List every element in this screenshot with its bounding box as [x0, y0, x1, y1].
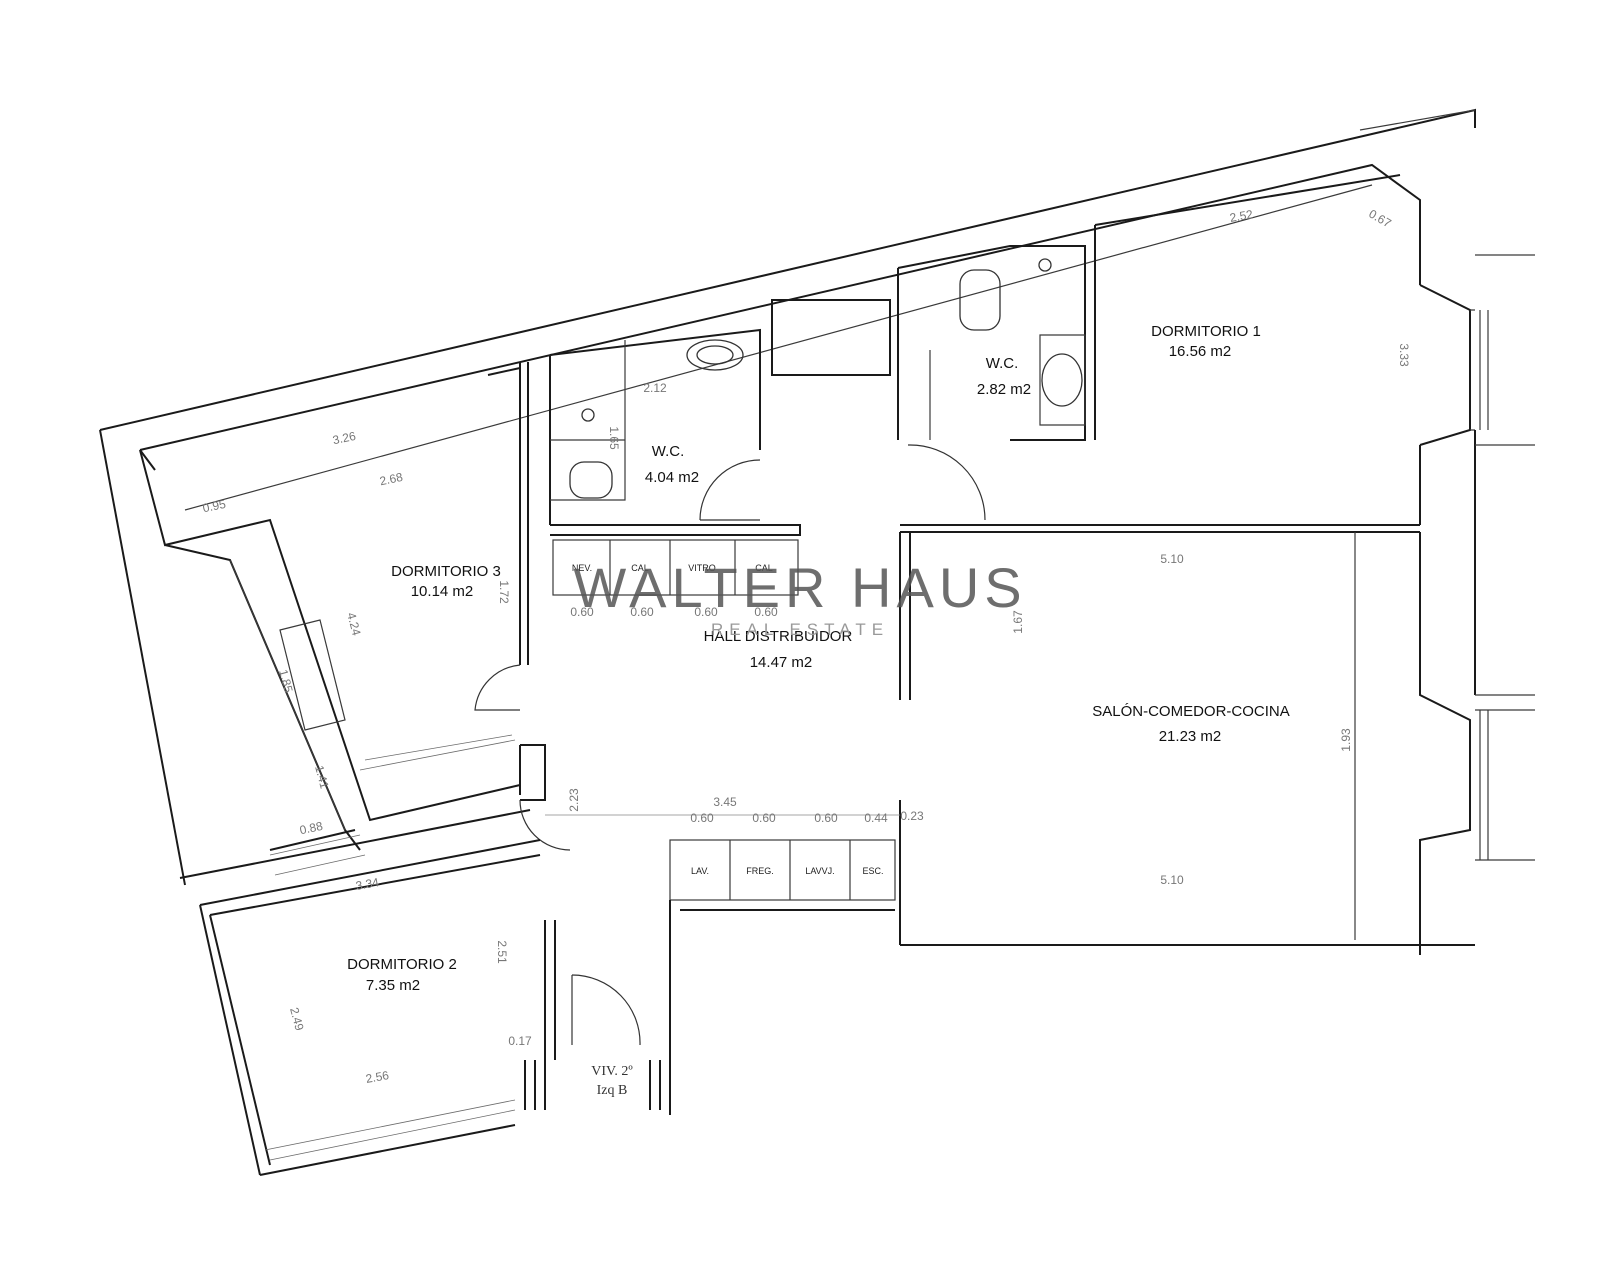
dim-334: 3.34: [355, 875, 381, 893]
dim-060e: 0.60: [690, 811, 714, 825]
hall-name: HALL DISTRIBUIDOR: [704, 628, 853, 645]
left-balcony-walls: [139, 449, 531, 879]
dormitorio3-area: 10.14 m2: [411, 583, 474, 600]
wc2-walls: [549, 328, 801, 536]
watermark-sub: REAL ESTATE: [711, 620, 889, 639]
dim-095: 0.95: [201, 497, 227, 516]
dim-167: 1.67: [1011, 610, 1025, 634]
dim-060d: 0.60: [754, 605, 778, 619]
wc1-walls: [897, 245, 1086, 521]
appliance-bottom-3: LAVVJ.: [805, 866, 834, 876]
dim-141: 1.41: [312, 764, 332, 790]
dormitorio2-name: DORMITORIO 2: [347, 956, 457, 973]
dormitorio1-area: 16.56 m2: [1169, 343, 1232, 360]
appliance-bottom-1: LAV.: [691, 866, 709, 876]
salon-walls: [899, 532, 1535, 955]
dim-060a: 0.60: [570, 605, 594, 619]
dim-060f: 0.60: [752, 811, 776, 825]
appliance-top-4: CAL: [755, 563, 773, 573]
right-windows: [1475, 254, 1535, 861]
dim-172: 1.72: [497, 580, 511, 604]
watermark-brand: WALTER HAUS: [573, 556, 1026, 619]
dormitorio3-walls: [487, 362, 546, 801]
shaft: [771, 299, 891, 376]
dim-023: 0.23: [900, 809, 924, 823]
hall-area: 14.47 m2: [750, 654, 813, 671]
dormitorio3-name: DORMITORIO 3: [391, 563, 501, 580]
dim-326: 3.26: [331, 429, 357, 448]
dim-165: 1.65: [607, 426, 621, 450]
dim-067: 0.67: [1366, 207, 1394, 231]
dim-185: 1.85: [276, 668, 296, 694]
unit-label-line2: Izq B: [597, 1083, 628, 1098]
dim-424: 4.24: [344, 611, 364, 637]
unit-label-line1: VIV. 2º: [591, 1064, 633, 1079]
dim-223: 2.23: [567, 788, 581, 812]
appliance-top-2: CAL: [631, 563, 649, 573]
salon-area: 21.23 m2: [1159, 728, 1222, 745]
kitchen-counters: [552, 539, 896, 1115]
dim-044: 0.44: [864, 811, 888, 825]
wc1-name: W.C.: [986, 355, 1019, 372]
dim-212: 2.12: [643, 381, 667, 395]
dim-345: 3.45: [713, 795, 737, 809]
dim-251: 2.51: [495, 940, 509, 964]
dim-060g: 0.60: [814, 811, 838, 825]
dormitorio1-name: DORMITORIO 1: [1151, 323, 1261, 340]
wc1-area: 2.82 m2: [977, 381, 1031, 398]
dim-510a: 5.10: [1160, 552, 1184, 566]
dim-060b: 0.60: [630, 605, 654, 619]
dim-249: 2.49: [287, 1006, 307, 1032]
dim-268: 2.68: [378, 470, 404, 489]
dim-088: 0.88: [298, 819, 324, 838]
wc2-name: W.C.: [652, 443, 685, 460]
salon-name: SALÓN-COMEDOR-COCINA: [1092, 703, 1290, 720]
dim-256: 2.56: [365, 1068, 391, 1086]
dim-017: 0.17: [508, 1034, 532, 1048]
wc2-area: 4.04 m2: [645, 469, 699, 486]
dim-060c: 0.60: [694, 605, 718, 619]
appliance-top-3: VITRO: [688, 563, 716, 573]
hall-walls: [474, 664, 900, 851]
appliance-top-1: NEV.: [572, 563, 592, 573]
dim-333: 3.33: [1397, 343, 1411, 367]
appliance-bottom-4: ESC.: [862, 866, 883, 876]
dim-252: 2.52: [1229, 207, 1255, 225]
dormitorio2-area: 7.35 m2: [366, 977, 420, 994]
dormitorio2-walls: [199, 839, 661, 1176]
dormitorio1-walls: [900, 174, 1476, 695]
dim-510b: 5.10: [1160, 873, 1184, 887]
outer-boundary: [99, 108, 1476, 886]
dim-093: 1.93: [1339, 728, 1353, 752]
appliance-bottom-2: FREG.: [746, 866, 774, 876]
